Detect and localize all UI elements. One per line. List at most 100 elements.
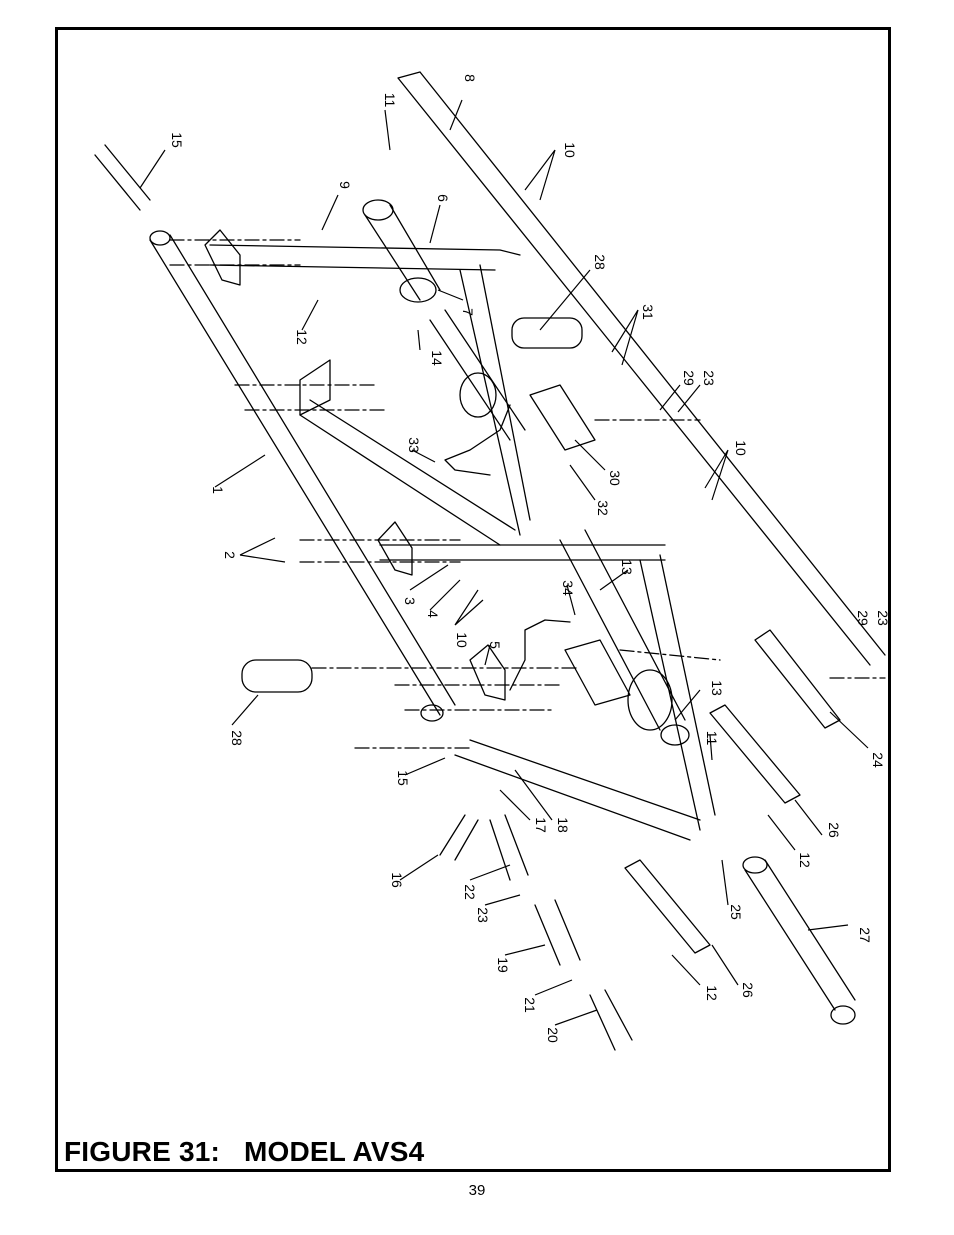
- part-16: [439, 814, 479, 861]
- callout-14: 14: [429, 350, 445, 366]
- hose-upper: [444, 404, 511, 476]
- callout-19: 19: [495, 957, 511, 973]
- callout-11: 11: [382, 93, 398, 108]
- callout-2: 2: [222, 551, 238, 559]
- plate-lower: [564, 639, 631, 706]
- callout-24: 24: [870, 752, 886, 768]
- part-27-shaft: [744, 859, 856, 1011]
- callout-13: 13: [709, 680, 725, 696]
- callout-10: 10: [562, 142, 578, 158]
- plate-right: [529, 384, 596, 451]
- callout-12: 12: [294, 329, 310, 345]
- part-22: [489, 814, 529, 881]
- frame-diagonal-4: [639, 554, 716, 831]
- callout-10: 10: [454, 632, 470, 648]
- callout-26: 26: [740, 982, 756, 998]
- frame-diagonal-1: [299, 399, 516, 546]
- leader-21: [534, 979, 573, 996]
- callout-25: 25: [728, 904, 744, 920]
- leader-26-lower: [711, 944, 739, 986]
- leader-11-lower: [709, 734, 713, 761]
- leader-13-upper: [599, 569, 629, 591]
- callout-1: 1: [210, 486, 226, 494]
- leader-10-low: [454, 589, 484, 626]
- leader-13-lower: [674, 689, 701, 721]
- leader-12-mid: [767, 814, 796, 851]
- bracket-upper: [204, 229, 241, 286]
- frame-diagonal-2: [459, 264, 531, 536]
- leader-23-upper: [677, 384, 701, 413]
- cylinder-lower: [559, 529, 686, 731]
- callout-21: 21: [522, 997, 538, 1013]
- main-tube-end-bottom: [420, 704, 444, 722]
- plate-24: [754, 629, 841, 729]
- callout-15: 15: [169, 132, 185, 148]
- figure-caption: FIGURE 31: MODEL AVS4: [64, 1136, 424, 1168]
- bracket-middle: [377, 521, 413, 576]
- callout-5: 5: [487, 641, 503, 649]
- leader-1: [214, 454, 266, 488]
- callout-30: 30: [607, 470, 623, 486]
- leader-12-low: [671, 954, 701, 986]
- callout-26: 26: [826, 822, 842, 838]
- cylinder-upper: [364, 204, 441, 301]
- callout-34: 34: [560, 580, 576, 596]
- part-27-end-top: [742, 856, 768, 874]
- leader-10-top: [524, 149, 556, 201]
- cylinder-upper-end: [362, 199, 394, 221]
- callout-16: 16: [389, 872, 405, 888]
- leader-28-bottom: [231, 694, 259, 726]
- leader-22: [469, 864, 511, 881]
- figure-frame: [55, 27, 891, 1172]
- callout-23: 23: [475, 907, 491, 923]
- callout-32: 32: [595, 500, 611, 516]
- callout-6: 6: [435, 194, 451, 202]
- leader-28-top: [539, 269, 591, 331]
- leader-29-upper: [659, 384, 681, 411]
- leader-15-top: [139, 149, 166, 189]
- callout-28: 28: [592, 254, 608, 270]
- callout-17: 17: [533, 817, 549, 833]
- leader-4: [429, 579, 461, 611]
- cylinder-lower-hub: [627, 669, 673, 731]
- part-15-top: [94, 144, 151, 211]
- leader-18: [514, 769, 553, 821]
- leader-9: [321, 194, 339, 231]
- figure-number: FIGURE 31:: [64, 1136, 221, 1167]
- hose-lower: [509, 619, 571, 691]
- cylinder-upper-collar: [399, 277, 437, 303]
- leader-19: [504, 944, 546, 956]
- leader-31: [611, 309, 639, 366]
- callout-15: 15: [395, 770, 411, 786]
- leader-24: [829, 711, 869, 749]
- leader-10-mid: [704, 449, 729, 501]
- leader-8: [449, 99, 463, 131]
- leader-20: [554, 1009, 598, 1026]
- callout-27: 27: [857, 927, 873, 943]
- callout-4: 4: [425, 610, 441, 618]
- leader-25: [721, 859, 729, 906]
- page-number: 39: [468, 1182, 486, 1199]
- callout-23: 23: [701, 370, 717, 386]
- callout-33: 33: [406, 437, 422, 453]
- leader-34: [566, 584, 576, 616]
- cylinder-lower-end: [660, 724, 690, 746]
- leader-11-top: [384, 109, 391, 151]
- plate-26-lower: [624, 859, 711, 954]
- callout-9: 9: [337, 181, 353, 189]
- leader-14: [417, 329, 421, 351]
- frame-diagonal-3: [454, 739, 701, 841]
- leader-30: [574, 439, 606, 471]
- callout-18: 18: [555, 817, 571, 833]
- callout-8: 8: [462, 74, 478, 82]
- part-28-top: [511, 317, 583, 349]
- callout-31: 31: [640, 304, 656, 320]
- leader-12-top: [301, 299, 319, 331]
- leader-7: [437, 289, 464, 301]
- callout-12: 12: [704, 985, 720, 1001]
- callout-20: 20: [545, 1027, 561, 1043]
- callout-3: 3: [402, 597, 418, 605]
- leader-5: [484, 644, 491, 666]
- main-tube-end-top: [149, 230, 171, 246]
